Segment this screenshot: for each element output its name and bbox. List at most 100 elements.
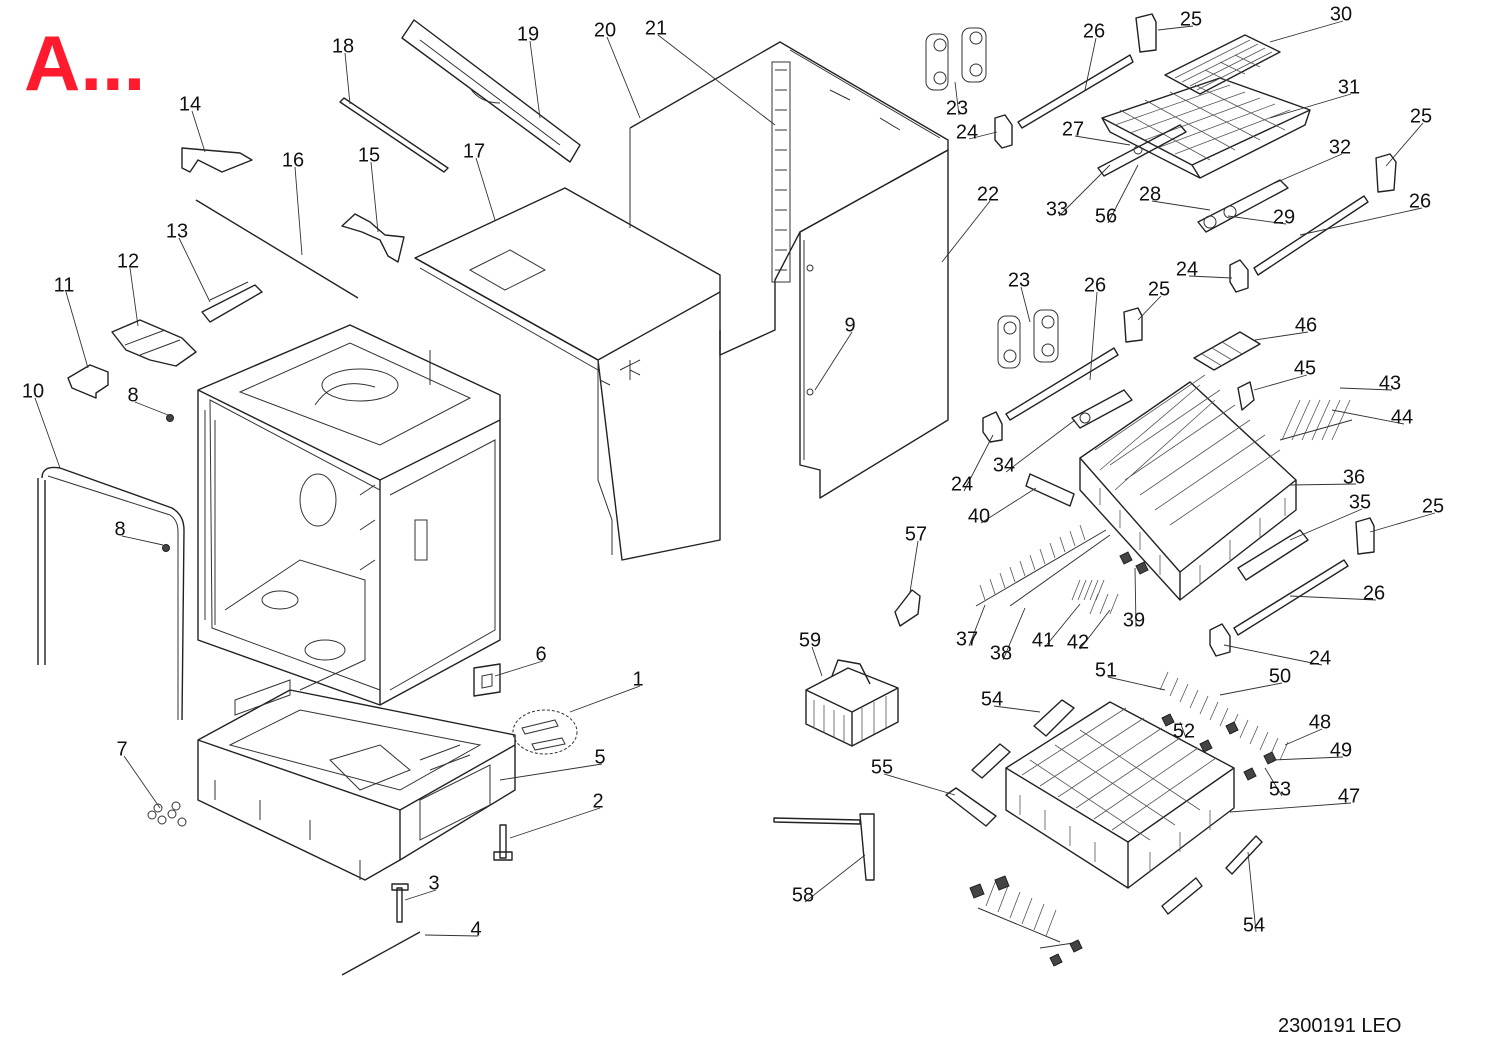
part-53 bbox=[1243, 751, 1277, 781]
part-28 bbox=[1197, 179, 1289, 233]
stop-24-lower bbox=[1209, 623, 1231, 657]
leader-line-56 bbox=[1107, 164, 1139, 224]
cap-25-mid-right bbox=[1355, 517, 1375, 555]
leader-line-21 bbox=[657, 34, 776, 126]
callout-43: 43 bbox=[1379, 372, 1401, 394]
part-54-left bbox=[971, 743, 1011, 779]
callout-18: 18 bbox=[332, 35, 354, 57]
callout-27: 27 bbox=[1062, 118, 1084, 140]
callout-54: 54 bbox=[1243, 914, 1265, 936]
callout-58: 58 bbox=[792, 884, 814, 906]
callout-33: 33 bbox=[1046, 198, 1068, 220]
part-58 bbox=[773, 813, 875, 881]
leader-line-25 bbox=[1137, 295, 1162, 321]
part-6 bbox=[473, 663, 501, 697]
leader-line-8 bbox=[134, 401, 169, 416]
leader-line-24 bbox=[1188, 275, 1233, 279]
leader-line-32 bbox=[1274, 153, 1343, 184]
part-37 bbox=[975, 524, 1107, 607]
part-38 bbox=[1009, 534, 1111, 607]
leader-line-4 bbox=[424, 934, 479, 937]
wheels-23-top bbox=[925, 27, 987, 91]
leader-line-41 bbox=[1044, 603, 1081, 648]
leader-line-49 bbox=[1271, 756, 1344, 761]
part-16 bbox=[195, 199, 359, 299]
leader-line-28 bbox=[1151, 200, 1211, 211]
cap-25-top bbox=[1135, 13, 1157, 53]
part-19 bbox=[401, 19, 581, 163]
leader-line-26 bbox=[1299, 207, 1423, 236]
callout-13: 13 bbox=[166, 220, 188, 242]
part-35 bbox=[1237, 529, 1309, 581]
callout-50: 50 bbox=[1269, 665, 1291, 687]
leader-line-35 bbox=[1289, 508, 1363, 541]
callout-26: 26 bbox=[1084, 274, 1106, 296]
callout-25: 25 bbox=[1148, 278, 1170, 300]
callout-17: 17 bbox=[463, 140, 485, 162]
base-assembly bbox=[197, 679, 516, 881]
part-43-44 bbox=[1279, 399, 1353, 441]
top-panel bbox=[414, 187, 721, 561]
tub-assembly bbox=[197, 324, 501, 706]
callout-21: 21 bbox=[645, 17, 667, 39]
part-52 bbox=[1161, 713, 1239, 753]
leader-line-55 bbox=[883, 773, 956, 796]
leader-line-34 bbox=[1005, 419, 1076, 473]
callout-45: 45 bbox=[1294, 357, 1316, 379]
stop-24-mid bbox=[982, 411, 1003, 443]
callout-7: 7 bbox=[116, 738, 127, 760]
part-12 bbox=[111, 319, 197, 367]
leader-line-12 bbox=[129, 267, 139, 327]
callout-24: 24 bbox=[951, 473, 973, 495]
leader-line-40 bbox=[980, 487, 1037, 524]
stop-24-top bbox=[994, 114, 1013, 149]
rail-26-right bbox=[1253, 195, 1369, 276]
part-41-42 bbox=[1071, 579, 1119, 615]
callout-3: 3 bbox=[428, 872, 439, 894]
leader-line-31 bbox=[1269, 93, 1352, 119]
leader-line-19 bbox=[529, 40, 541, 119]
callout-26: 26 bbox=[1363, 582, 1385, 604]
lower-rack-insert bbox=[969, 875, 1083, 967]
callout-36: 36 bbox=[1343, 466, 1365, 488]
leader-line-59 bbox=[811, 646, 823, 677]
callout-57: 57 bbox=[905, 523, 927, 545]
leader-line-54 bbox=[993, 705, 1041, 713]
leader-line-22 bbox=[941, 200, 991, 263]
leader-line-23 bbox=[954, 81, 960, 116]
callout-23: 23 bbox=[946, 97, 968, 119]
part-34 bbox=[1071, 389, 1133, 429]
leader-line-24 bbox=[1223, 644, 1323, 666]
part-57 bbox=[894, 589, 921, 627]
cap-25-mid bbox=[1123, 307, 1143, 343]
leader-line-3 bbox=[404, 889, 437, 901]
leader-line-18 bbox=[344, 52, 351, 105]
callout-55: 55 bbox=[871, 756, 893, 778]
callout-25: 25 bbox=[1180, 8, 1202, 30]
callout-20: 20 bbox=[594, 19, 616, 41]
part-13 bbox=[201, 284, 263, 323]
part-55 bbox=[945, 787, 997, 827]
callout-16: 16 bbox=[282, 149, 304, 171]
side-panel-left bbox=[629, 41, 949, 356]
callout-14: 14 bbox=[179, 93, 201, 115]
callout-25: 25 bbox=[1410, 105, 1432, 127]
leader-lines bbox=[34, 20, 1436, 937]
callout-56: 56 bbox=[1095, 205, 1117, 227]
leader-line-8 bbox=[121, 535, 164, 546]
leader-line-13 bbox=[178, 237, 211, 303]
leader-line-25 bbox=[1369, 512, 1436, 533]
leader-line-26 bbox=[1289, 595, 1377, 601]
callout-42: 42 bbox=[1067, 631, 1089, 653]
callout-19: 19 bbox=[517, 23, 539, 45]
callout-11: 11 bbox=[54, 274, 75, 296]
wheels-23-mid bbox=[997, 309, 1059, 369]
side-panel-right bbox=[799, 149, 949, 499]
leader-line-36 bbox=[1289, 483, 1357, 486]
callout-9: 9 bbox=[844, 314, 855, 336]
leader-line-23 bbox=[1020, 286, 1031, 323]
callout-22: 22 bbox=[977, 183, 999, 205]
callout-48: 48 bbox=[1309, 711, 1331, 733]
callout-51: 51 bbox=[1095, 659, 1117, 681]
